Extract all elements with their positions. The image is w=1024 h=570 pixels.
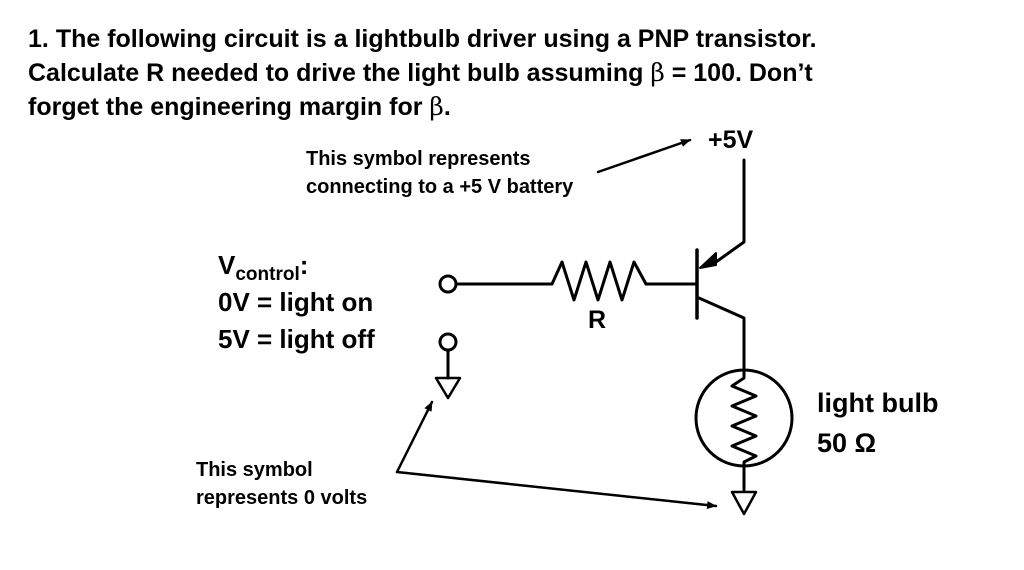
control-state-on: 0V = light on bbox=[218, 287, 374, 317]
control-label-colon: : bbox=[299, 250, 309, 280]
bulb-value: 50 Ω bbox=[817, 428, 877, 458]
battery-note-line-2: connecting to a +5 V battery bbox=[306, 176, 574, 198]
question-text: 1. The following circuit is a lightbulb … bbox=[28, 22, 1008, 124]
ground-note-arrow-up bbox=[395, 400, 434, 474]
control-input-terminal bbox=[438, 274, 458, 294]
resistor-R bbox=[550, 260, 648, 302]
question-line-3-start: forget the engineering margin for bbox=[28, 93, 430, 121]
emitter-arrow bbox=[699, 252, 717, 269]
supply-wire bbox=[714, 158, 746, 264]
battery-note: This symbol represents connecting to a +… bbox=[306, 145, 573, 201]
question-line-2-start: Calculate R needed to drive the light bu… bbox=[28, 59, 651, 87]
battery-note-line-1: This symbol represents bbox=[306, 148, 531, 170]
resistor-label: R bbox=[588, 306, 607, 334]
light-bulb-filament bbox=[730, 368, 758, 492]
ground-note: This symbol represents 0 volts bbox=[196, 456, 367, 512]
question-number: 1. bbox=[28, 25, 49, 53]
control-label-sub: control bbox=[235, 264, 300, 285]
supply-label: +5V bbox=[708, 126, 754, 154]
ground-note-line-1: This symbol bbox=[196, 459, 313, 481]
question-line-2: Calculate R needed to drive the light bu… bbox=[28, 56, 1008, 90]
control-state-off: 5V = light off bbox=[218, 324, 375, 354]
ground-note-arrow-right bbox=[395, 470, 718, 510]
beta-symbol: β bbox=[650, 58, 665, 87]
battery-note-arrow bbox=[596, 138, 692, 174]
control-label: Vcontrol: bbox=[218, 246, 308, 288]
bulb-label: light bulb bbox=[817, 388, 939, 418]
collector-wire bbox=[697, 296, 746, 372]
question-line-3: forget the engineering margin for β. bbox=[28, 90, 1008, 124]
beta-symbol-2: β bbox=[429, 92, 444, 121]
ground-symbol bbox=[730, 490, 758, 516]
ground-note-line-2: represents 0 volts bbox=[196, 487, 368, 509]
question-line-3-end: . bbox=[443, 93, 451, 121]
ground-reference-symbol bbox=[434, 376, 462, 400]
ground-reference-terminal bbox=[438, 332, 458, 352]
question-line-1: 1. The following circuit is a lightbulb … bbox=[28, 22, 1008, 56]
question-line-2-end: = 100. Don’t bbox=[664, 59, 813, 87]
control-label-v: V bbox=[218, 250, 236, 280]
question-line-1-text: The following circuit is a lightbulb dri… bbox=[55, 25, 817, 53]
